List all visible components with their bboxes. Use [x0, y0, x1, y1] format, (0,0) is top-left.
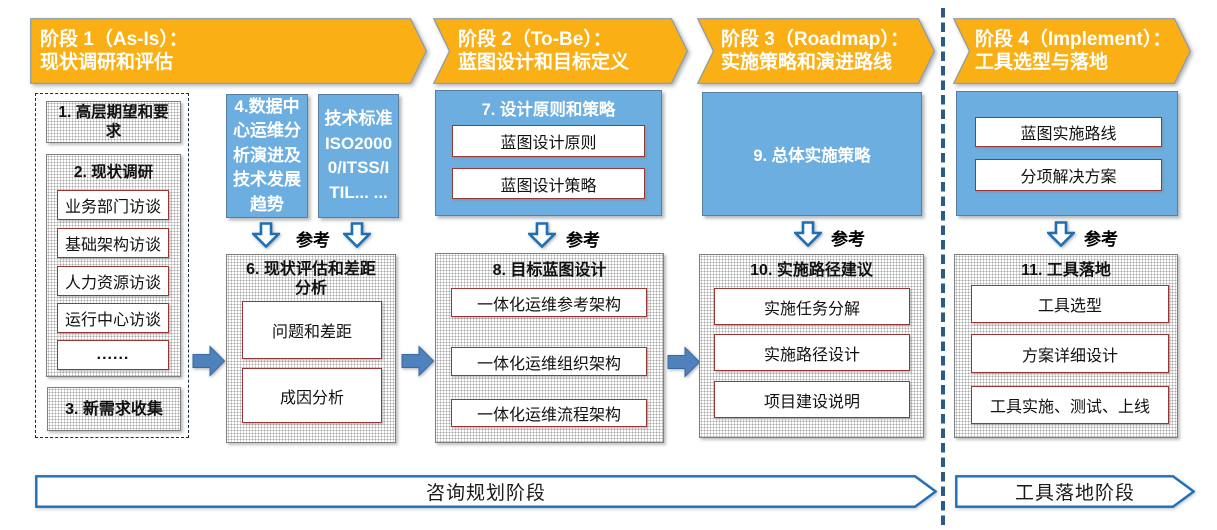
survey-item-business-label: 业务部门访谈 [64, 199, 161, 216]
blueprint-item-reference-arch: 一体化运维参考架构 [451, 288, 647, 317]
expectations-box-label: 1. 高层期望和要求 [58, 104, 169, 140]
principles-item-blueprint-principles: 蓝图设计原则 [452, 125, 645, 157]
phase2-banner-line2: 蓝图设计和目标定义 [458, 52, 630, 73]
reference-label-assessment: 参考 [296, 231, 330, 250]
reference-down-arrow-1 [252, 222, 280, 248]
new-requirements-box-label: 3. 新需求收集 [65, 400, 163, 418]
landing-item-detailed-design: 方案详细设计 [971, 334, 1169, 373]
landing-item-implementation-test: 工具实施、测试、上线 [971, 386, 1169, 424]
reference-down-arrow-2 [343, 222, 371, 248]
flow-arrow-3 [667, 346, 701, 378]
survey-item-business: 业务部门访谈 [57, 190, 169, 220]
phase1-banner-line2: 现状调研和评估 [40, 52, 174, 73]
survey-item-hr-label: 人力资源访谈 [64, 275, 161, 292]
standards-box-label: 技术标准ISO20000/ITSS/ITIL... ... [324, 109, 393, 202]
implementation-stage-label: 工具落地阶段 [1014, 483, 1135, 504]
gap-item-causes: 成因分析 [242, 368, 382, 423]
path-item-task-breakdown-label: 实施任务分解 [763, 300, 860, 318]
asis-group-box [35, 93, 189, 438]
phase2-banner-line1: 阶段 2（To-Be）： [458, 28, 612, 50]
overall-strategy-label: 9. 总体实施策略 [753, 147, 871, 165]
input-item-blueprint-route-label: 蓝图实施路线 [1020, 126, 1117, 143]
reference-label-implement: 参考 [1084, 230, 1118, 249]
survey-item-operations-label: 运行中心访谈 [64, 312, 161, 329]
reference-label-design: 参考 [566, 231, 600, 250]
phase1-banner-title: 阶段 1（As-Is）： 现状调研和评估 [30, 18, 427, 84]
path-item-path-design-label: 实施路径设计 [763, 346, 860, 364]
phase2-banner: 阶段 2（To-Be）： 蓝图设计和目标定义 [433, 18, 688, 84]
path-item-project-description-label: 项目建设说明 [763, 393, 860, 411]
consulting-stage-arrow-shape [35, 475, 937, 508]
survey-item-hr: 人力资源访谈 [57, 266, 169, 296]
consulting-stage-arrow: 咨询规划阶段 [35, 475, 937, 508]
blueprint-design-title: 8. 目标蓝图设计 [492, 262, 607, 279]
overall-strategy-box: 9. 总体实施策略 [702, 92, 922, 216]
gap-analysis-title: 6. 现状评估和差距分析 [246, 261, 376, 297]
blueprint-item-reference-arch-label: 一体化运维参考架构 [476, 296, 621, 314]
path-item-path-design: 实施路径设计 [714, 334, 910, 371]
blueprint-item-process-arch: 一体化运维流程架构 [451, 399, 647, 427]
phase1-banner: 阶段 1（As-Is）： 现状调研和评估 [30, 18, 427, 84]
input-item-solutions-label: 分项解决方案 [1020, 169, 1117, 186]
design-principles-title: 7. 设计原则和策略 [481, 101, 616, 119]
input-item-blueprint-route: 蓝图实施路线 [975, 117, 1162, 147]
path-item-task-breakdown: 实施任务分解 [714, 288, 910, 325]
phase4-banner-shape [953, 18, 1191, 84]
phase4-banner-title: 阶段 4（Implement）： 工具选型与落地 [953, 18, 1191, 84]
reference-down-arrow-4 [794, 221, 822, 247]
phase3-banner: 阶段 3（Roadmap）： 实施策略和演进路线 [697, 18, 935, 84]
phase4-banner-line2: 工具选型与落地 [975, 52, 1109, 73]
gap-item-problems-label: 问题和差距 [271, 324, 352, 341]
phase1-banner-shape [30, 18, 427, 84]
landing-item-tool-selection-label: 工具选型 [1037, 298, 1102, 315]
principles-item-blueprint-strategy-label: 蓝图设计策略 [500, 177, 597, 195]
phase2-banner-shape [433, 18, 688, 84]
phase2-banner-title: 阶段 2（To-Be）： 蓝图设计和目标定义 [433, 18, 688, 84]
tool-landing-title: 11. 工具落地 [1021, 262, 1111, 279]
landing-item-detailed-design-label: 方案详细设计 [1021, 347, 1118, 365]
flow-arrow-1 [192, 345, 226, 377]
input-item-solutions: 分项解决方案 [975, 159, 1162, 191]
consulting-stage-label: 咨询规划阶段 [425, 483, 546, 504]
phase3-banner-line2: 实施策略和演进路线 [721, 52, 893, 73]
trend-box-label: 4.数据中心运维分析演进及技术发展趋势 [233, 96, 301, 214]
blueprint-item-process-arch-label: 一体化运维流程架构 [476, 407, 621, 424]
phase4-banner: 阶段 4（Implement）： 工具选型与落地 [953, 18, 1191, 84]
gap-item-causes-label: 成因分析 [279, 389, 344, 407]
landing-item-implementation-test-label: 工具实施、测试、上线 [989, 399, 1150, 416]
survey-item-operations: 运行中心访谈 [57, 303, 169, 333]
path-item-project-description: 项目建设说明 [714, 381, 910, 418]
expectations-box: 1. 高层期望和要求 [46, 101, 181, 143]
reference-down-arrow-3 [528, 222, 556, 248]
implementation-stage-arrow: 工具落地阶段 [955, 475, 1195, 508]
principles-item-blueprint-strategy: 蓝图设计策略 [452, 168, 645, 199]
phase3-banner-line1: 阶段 3（Roadmap）： [721, 28, 909, 50]
phase3-banner-title: 阶段 3（Roadmap）： 实施策略和演进路线 [697, 18, 935, 84]
reference-down-arrow-5 [1047, 221, 1075, 247]
trend-box: 4.数据中心运维分析演进及技术发展趋势 [226, 94, 308, 218]
survey-box-title: 2. 现状调研 [73, 164, 154, 181]
new-requirements-box: 3. 新需求收集 [47, 387, 181, 431]
phase1-banner-line1: 阶段 1（As-Is）： [40, 28, 188, 50]
blueprint-item-org-arch-label: 一体化运维组织架构 [476, 355, 621, 373]
implementation-stage-arrow-shape [955, 475, 1195, 508]
survey-item-infrastructure: 基础架构访谈 [57, 228, 169, 258]
phase3-banner-shape [697, 18, 935, 84]
principles-item-blueprint-principles-label: 蓝图设计原则 [500, 135, 597, 152]
landing-item-tool-selection: 工具选型 [971, 285, 1169, 323]
survey-item-more: ...... [57, 340, 169, 370]
flow-arrow-2 [401, 345, 435, 377]
phase-divider-dashed-line [941, 8, 945, 527]
blueprint-item-org-arch: 一体化运维组织架构 [451, 347, 647, 376]
survey-item-more-label: ...... [96, 346, 130, 363]
implement-input-box [956, 91, 1178, 216]
survey-item-infrastructure-label: 基础架构访谈 [64, 237, 161, 254]
gap-item-problems: 问题和差距 [242, 301, 382, 359]
reference-label-roadmap: 参考 [831, 230, 865, 249]
implementation-path-title: 10. 实施路径建议 [750, 262, 873, 279]
standards-box: 技术标准ISO20000/ITSS/ITIL... ... [318, 94, 399, 218]
phase4-banner-line1: 阶段 4（Implement）： [975, 28, 1172, 50]
